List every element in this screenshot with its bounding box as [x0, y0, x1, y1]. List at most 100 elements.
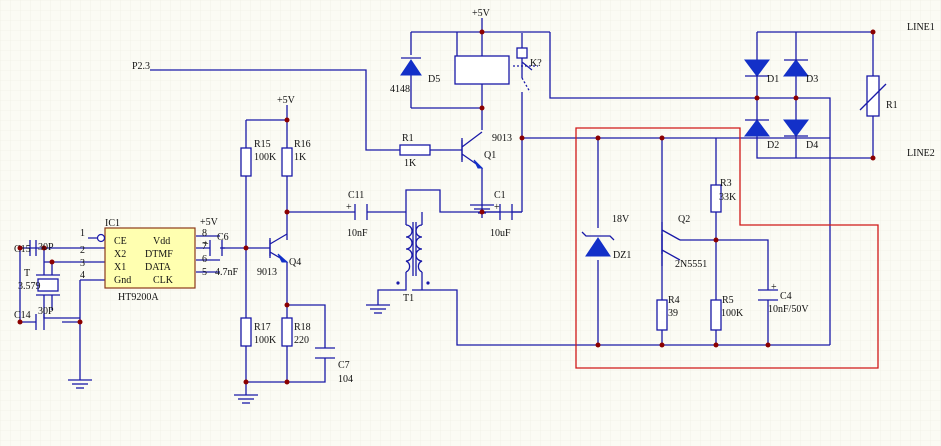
label-d5-val: 4148 [390, 84, 410, 95]
label-c7-val: 104 [338, 374, 353, 385]
label-r3: R3 [720, 178, 732, 189]
label-p23: P2.3 [132, 61, 150, 72]
resistor-r16 [281, 147, 293, 177]
ic-pin-num-7: 7 [202, 241, 207, 252]
varistor-r1 [859, 75, 887, 117]
label-vcc-top: +5V [472, 8, 491, 19]
relay-coil [454, 55, 510, 85]
capacitor-c15 [29, 240, 37, 256]
label-c4-val: 10nF/50V [768, 304, 809, 315]
relay-switch-k [513, 47, 538, 93]
label-d2: D2 [767, 140, 779, 151]
label-r3-val: 33K [719, 192, 737, 203]
label-c15: C15 [14, 244, 31, 255]
resistor-r5 [710, 299, 722, 331]
label-t1: T1 [403, 293, 414, 304]
label-c11: C11 [348, 190, 364, 201]
junction-dots [17, 29, 799, 385]
label-c1-val: 10uF [490, 228, 511, 239]
ic-pin-num-2: 2 [80, 245, 85, 256]
label-r18: R18 [294, 322, 311, 333]
ic-pin-name-ce: CE [114, 236, 127, 247]
label-ic1: IC1 [105, 218, 120, 229]
label-c14-val: 30P [38, 306, 54, 317]
label-vcc-left: +5V [277, 95, 296, 106]
capacitor-c1 [499, 204, 513, 220]
ground-ic [68, 379, 92, 389]
zener-dz1 [581, 231, 615, 257]
label-r16-val: 1K [294, 152, 307, 163]
label-c7: C7 [338, 360, 350, 371]
label-c4: C4 [780, 291, 792, 302]
label-r1a-val: 1K [404, 158, 417, 169]
label-q1: Q1 [484, 150, 496, 161]
labels: +5V +5V +5V P2.3 LINE1 LINE2 K? D5 4148 … [14, 8, 935, 385]
label-vcc-ic: +5V [200, 217, 219, 228]
ground-q4 [234, 394, 258, 404]
wires [19, 18, 874, 395]
ic-pin-num-5: 5 [202, 267, 207, 278]
label-r16: R16 [294, 139, 311, 150]
plus-c1: + [494, 202, 500, 213]
label-c15-val: 30P [38, 242, 54, 253]
plus-c6: + [203, 239, 209, 250]
diode-d2 [744, 119, 770, 137]
label-r15-val: 100K [254, 152, 277, 163]
ic-pin-num-8: 8 [202, 228, 207, 239]
ground-t1 [366, 304, 390, 314]
ic-pin-num-3: 3 [80, 258, 85, 269]
label-line2: LINE2 [907, 148, 935, 159]
label-dz1: DZ1 [613, 250, 631, 261]
label-r4: R4 [668, 295, 680, 306]
resistor-r4 [656, 299, 668, 331]
capacitor-c6 [209, 240, 223, 256]
diode-d1 [744, 59, 770, 77]
label-r17: R17 [254, 322, 271, 333]
diode-d3 [783, 59, 809, 77]
ic-pin-name-dtmf: DTMF [145, 249, 173, 260]
label-dz1-val: 18V [612, 214, 630, 225]
capacitor-c7 [315, 347, 335, 370]
label-q2: Q2 [678, 214, 690, 225]
label-r5-val: 100K [721, 308, 744, 319]
resistor-r17 [240, 317, 252, 347]
label-c14: C14 [14, 310, 31, 321]
capacitor-c14 [35, 314, 45, 330]
resistor-r15 [240, 147, 252, 177]
label-q4: Q4 [289, 257, 301, 268]
label-r18-val: 220 [294, 335, 309, 346]
label-q4-val: 9013 [257, 267, 277, 278]
plus-c11: + [346, 202, 352, 213]
label-d1: D1 [767, 74, 779, 85]
capacitor-c11 [354, 204, 368, 220]
label-c11-val: 10nF [347, 228, 368, 239]
ic-pin-name-clk: CLK [153, 275, 174, 286]
label-r5: R5 [722, 295, 734, 306]
label-r15: R15 [254, 139, 271, 150]
resistor-r18 [281, 317, 293, 347]
label-ic1-name: HT9200A [118, 292, 159, 303]
ic-pin-name-gnd: Gnd [114, 275, 131, 286]
resistor-r3 [710, 184, 722, 213]
label-q1-val: 9013 [492, 133, 512, 144]
ic-pin-name-vdd: Vdd [153, 236, 170, 247]
ce-pin-inverter [96, 233, 106, 243]
ic-pin-num-4: 4 [80, 270, 85, 281]
label-c6-val: 4.7nF [215, 267, 239, 278]
plus-c4: + [771, 282, 777, 293]
label-d5: D5 [428, 74, 440, 85]
capacitor-c4 [758, 289, 778, 301]
ic-pin-name-x1: X1 [114, 262, 126, 273]
label-r1a: R1 [402, 133, 414, 144]
ic-ht9200a [104, 227, 196, 289]
label-d3: D3 [806, 74, 818, 85]
resistor-r1-base [399, 144, 431, 156]
label-xtal-val: 3.579 [18, 281, 41, 292]
label-line1: LINE1 [907, 22, 935, 33]
ic-pin-name-x2: X2 [114, 249, 126, 260]
ic-pin-num-1: 1 [80, 228, 85, 239]
ic-pin-name-data: DATA [145, 262, 172, 273]
terminal-line2 [870, 155, 876, 161]
label-c6: C6 [217, 232, 229, 243]
